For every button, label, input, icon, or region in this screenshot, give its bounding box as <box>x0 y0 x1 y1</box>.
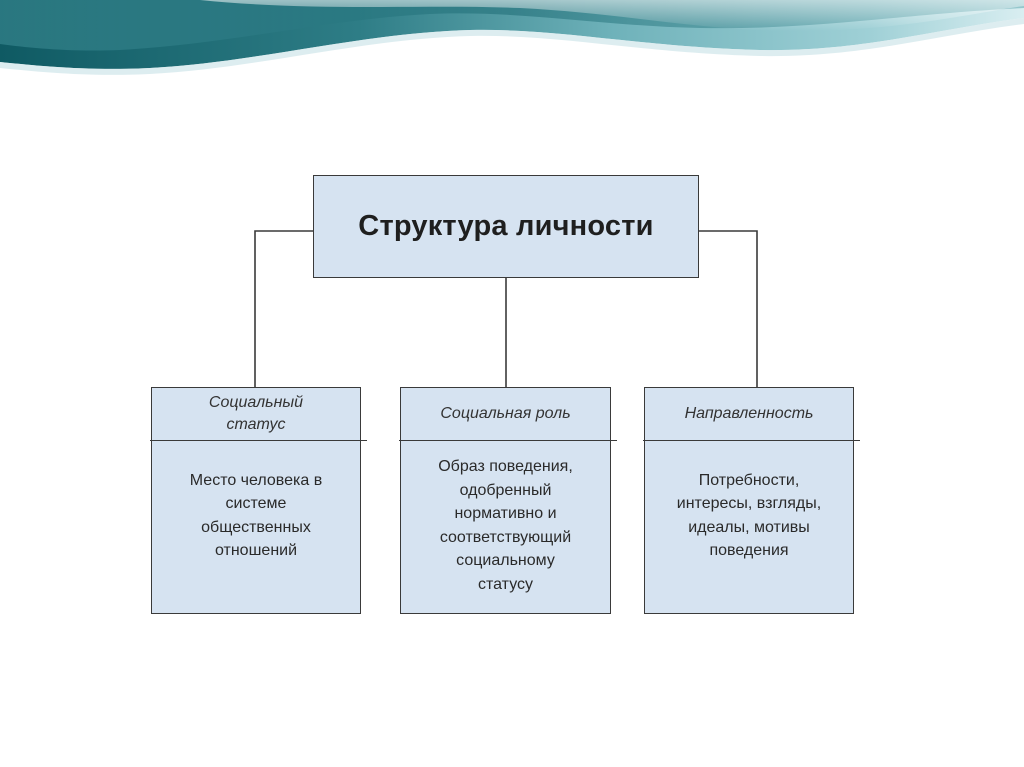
decorative-wave-banner <box>0 0 1024 75</box>
heading-line: статус <box>226 416 286 433</box>
heading-line: Социальная роль <box>440 405 571 422</box>
header-divider <box>150 440 367 441</box>
node-description: Образ поведения, одобренный нормативно и… <box>401 442 610 613</box>
connector-right <box>699 230 758 387</box>
description-line: статусу <box>477 575 534 593</box>
description-line: Образ поведения, <box>438 458 573 475</box>
node-social-status: Социальный статус Место человека в систе… <box>150 387 367 614</box>
description-line: общественных <box>201 518 311 536</box>
description-line: соответствующий <box>439 528 572 546</box>
description-line: интересы, взгляды, <box>676 495 822 512</box>
node-description: Потребности, интересы, взгляды, идеалы, … <box>645 442 853 613</box>
heading-line: Направленность <box>684 405 814 422</box>
description-line: нормативно и <box>454 505 557 522</box>
connector-left <box>254 230 313 387</box>
description-line: Место человека в <box>189 471 323 489</box>
node-social-role: Социальная роль Образ поведения, одобрен… <box>399 387 617 614</box>
node-orientation: Направленность Потребности, интересы, вз… <box>643 387 860 614</box>
description-line: поведения <box>709 542 789 559</box>
description-line: отношений <box>214 542 298 559</box>
node-description: Место человека в системе общественных от… <box>152 442 360 613</box>
heading-line: Социальный <box>208 394 304 411</box>
header-divider <box>643 440 860 441</box>
description-line: системе <box>225 495 287 512</box>
root-label: Структура личности <box>358 210 654 242</box>
description-line: Потребности, <box>698 471 800 489</box>
description-line: одобренный <box>459 481 552 499</box>
header-divider <box>399 440 617 441</box>
node-heading: Направленность <box>645 388 853 440</box>
node-heading: Социальный статус <box>152 388 360 440</box>
description-line: социальному <box>456 552 555 569</box>
description-line: идеалы, мотивы <box>688 518 810 536</box>
root-node: Структура личности <box>313 175 699 278</box>
node-heading: Социальная роль <box>401 388 610 440</box>
